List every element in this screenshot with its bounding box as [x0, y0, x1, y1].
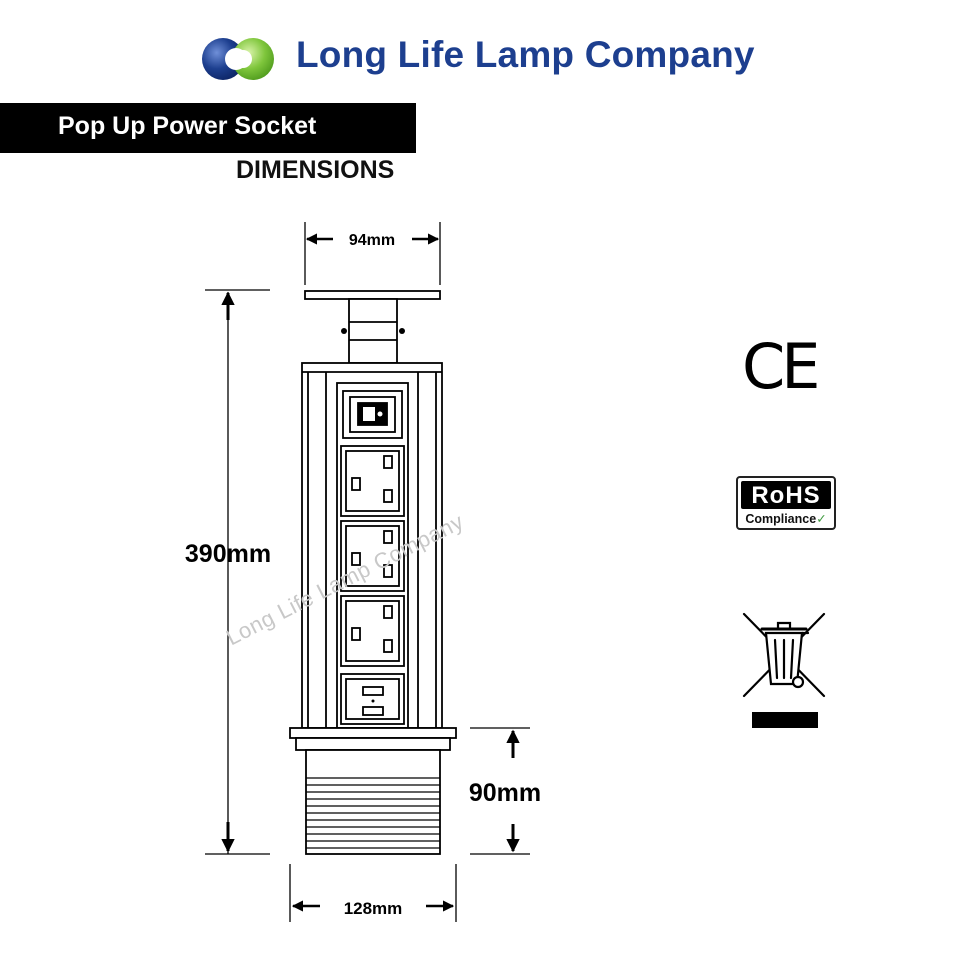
page-subtitle: DIMENSIONS	[236, 156, 395, 184]
page-title: Pop Up Power Socket	[58, 112, 317, 140]
check-icon: ✓	[816, 512, 827, 526]
switch-panel	[342, 390, 403, 439]
uk-socket-3	[340, 595, 405, 667]
ce-mark-icon: CE	[742, 330, 820, 403]
dim-base-height	[470, 727, 530, 855]
base-sleeve	[305, 749, 441, 855]
title-bar	[0, 103, 416, 153]
uk-socket-1	[340, 445, 405, 517]
company-logo-icon	[202, 38, 274, 80]
rohs-compliance-text: Compliance	[745, 512, 817, 526]
company-name: Long Life Lamp Company	[296, 34, 755, 75]
dim-total-height-label: 390mm	[185, 540, 271, 568]
dim-base-height-label: 90mm	[469, 779, 541, 807]
dim-base-width	[289, 864, 457, 922]
neck	[348, 298, 398, 364]
uk-socket-2	[340, 520, 405, 592]
dim-total-height	[205, 289, 270, 855]
dim-top-width	[304, 222, 441, 285]
rohs-compliance: Compliance✓	[738, 511, 834, 526]
dim-base-width-label: 128mm	[344, 899, 403, 918]
top-cap	[304, 290, 441, 300]
rohs-badge: RoHS Compliance✓	[736, 476, 836, 530]
base-threads	[306, 777, 440, 849]
crossed-out-wheelie-bin-icon	[742, 612, 826, 728]
rohs-title: RoHS	[741, 481, 831, 509]
flange	[289, 727, 457, 739]
dim-top-width-label: 94mm	[349, 232, 395, 249]
usb-panel	[340, 673, 405, 725]
